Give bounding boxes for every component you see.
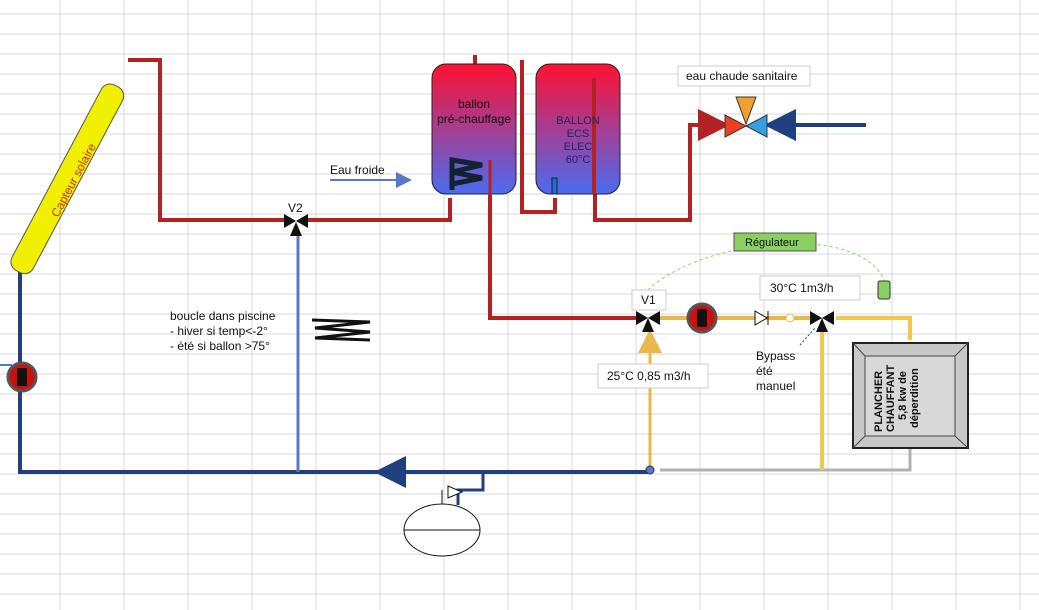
valve-v2: V2 <box>284 201 308 236</box>
cold-pipes <box>0 109 866 505</box>
solar-pump <box>6 361 38 393</box>
junction <box>645 465 655 475</box>
electric-dhw-tank: BALLON ECS ELEC 60°C <box>535 63 621 195</box>
svg-text:Eau froide: Eau froide <box>330 163 385 177</box>
expansion-vessel <box>403 485 481 557</box>
floor-pump <box>686 302 718 334</box>
pool-coil: boucle dans piscine - hiver si temp<-2° … <box>170 309 371 353</box>
svg-text:5,8 kw de: 5,8 kw de <box>897 371 909 420</box>
svg-text:V2: V2 <box>288 201 303 215</box>
svg-text:Régulateur: Régulateur <box>745 237 799 249</box>
svg-text:ELEC: ELEC <box>564 141 593 153</box>
svg-text:CHAUFFANT: CHAUFFANT <box>885 365 897 432</box>
svg-text:- été si ballon >75°: - été si ballon >75° <box>170 339 270 353</box>
svg-text:BALLON: BALLON <box>556 115 599 127</box>
solar-collector: Capteur solaire <box>10 83 125 275</box>
svg-text:été: été <box>756 364 773 378</box>
svg-text:ECS: ECS <box>567 128 590 140</box>
svg-text:ballon: ballon <box>458 97 490 111</box>
thermostatic-mixing-valve <box>724 96 768 138</box>
svg-text:manuel: manuel <box>756 379 795 393</box>
floor-heating: PLANCHER CHAUFFANT 5,8 kw de déperdition <box>852 342 969 449</box>
svg-text:boucle dans piscine: boucle dans piscine <box>170 309 276 323</box>
valve-v1: V1 <box>631 289 667 332</box>
svg-text:déperdition: déperdition <box>909 368 921 428</box>
preheat-tank: ballon pré-chauffage <box>431 63 517 195</box>
svg-text:25°C 0,85 m3/h: 25°C 0,85 m3/h <box>607 369 691 383</box>
svg-text:60°C: 60°C <box>566 154 591 166</box>
svg-text:- hiver si temp<-2°: - hiver si temp<-2° <box>170 324 268 338</box>
svg-text:V1: V1 <box>641 293 656 307</box>
svg-text:30°C 1m3/h: 30°C 1m3/h <box>770 281 834 295</box>
regulator: Régulateur <box>733 232 891 300</box>
svg-text:eau chaude sanitaire: eau chaude sanitaire <box>686 69 798 83</box>
bypass-valve: Bypass été manuel <box>756 311 834 393</box>
svg-text:PLANCHER: PLANCHER <box>873 371 885 432</box>
svg-text:pré-chauffage: pré-chauffage <box>437 112 511 126</box>
check-valve <box>754 310 795 326</box>
svg-text:Bypass: Bypass <box>756 349 795 363</box>
